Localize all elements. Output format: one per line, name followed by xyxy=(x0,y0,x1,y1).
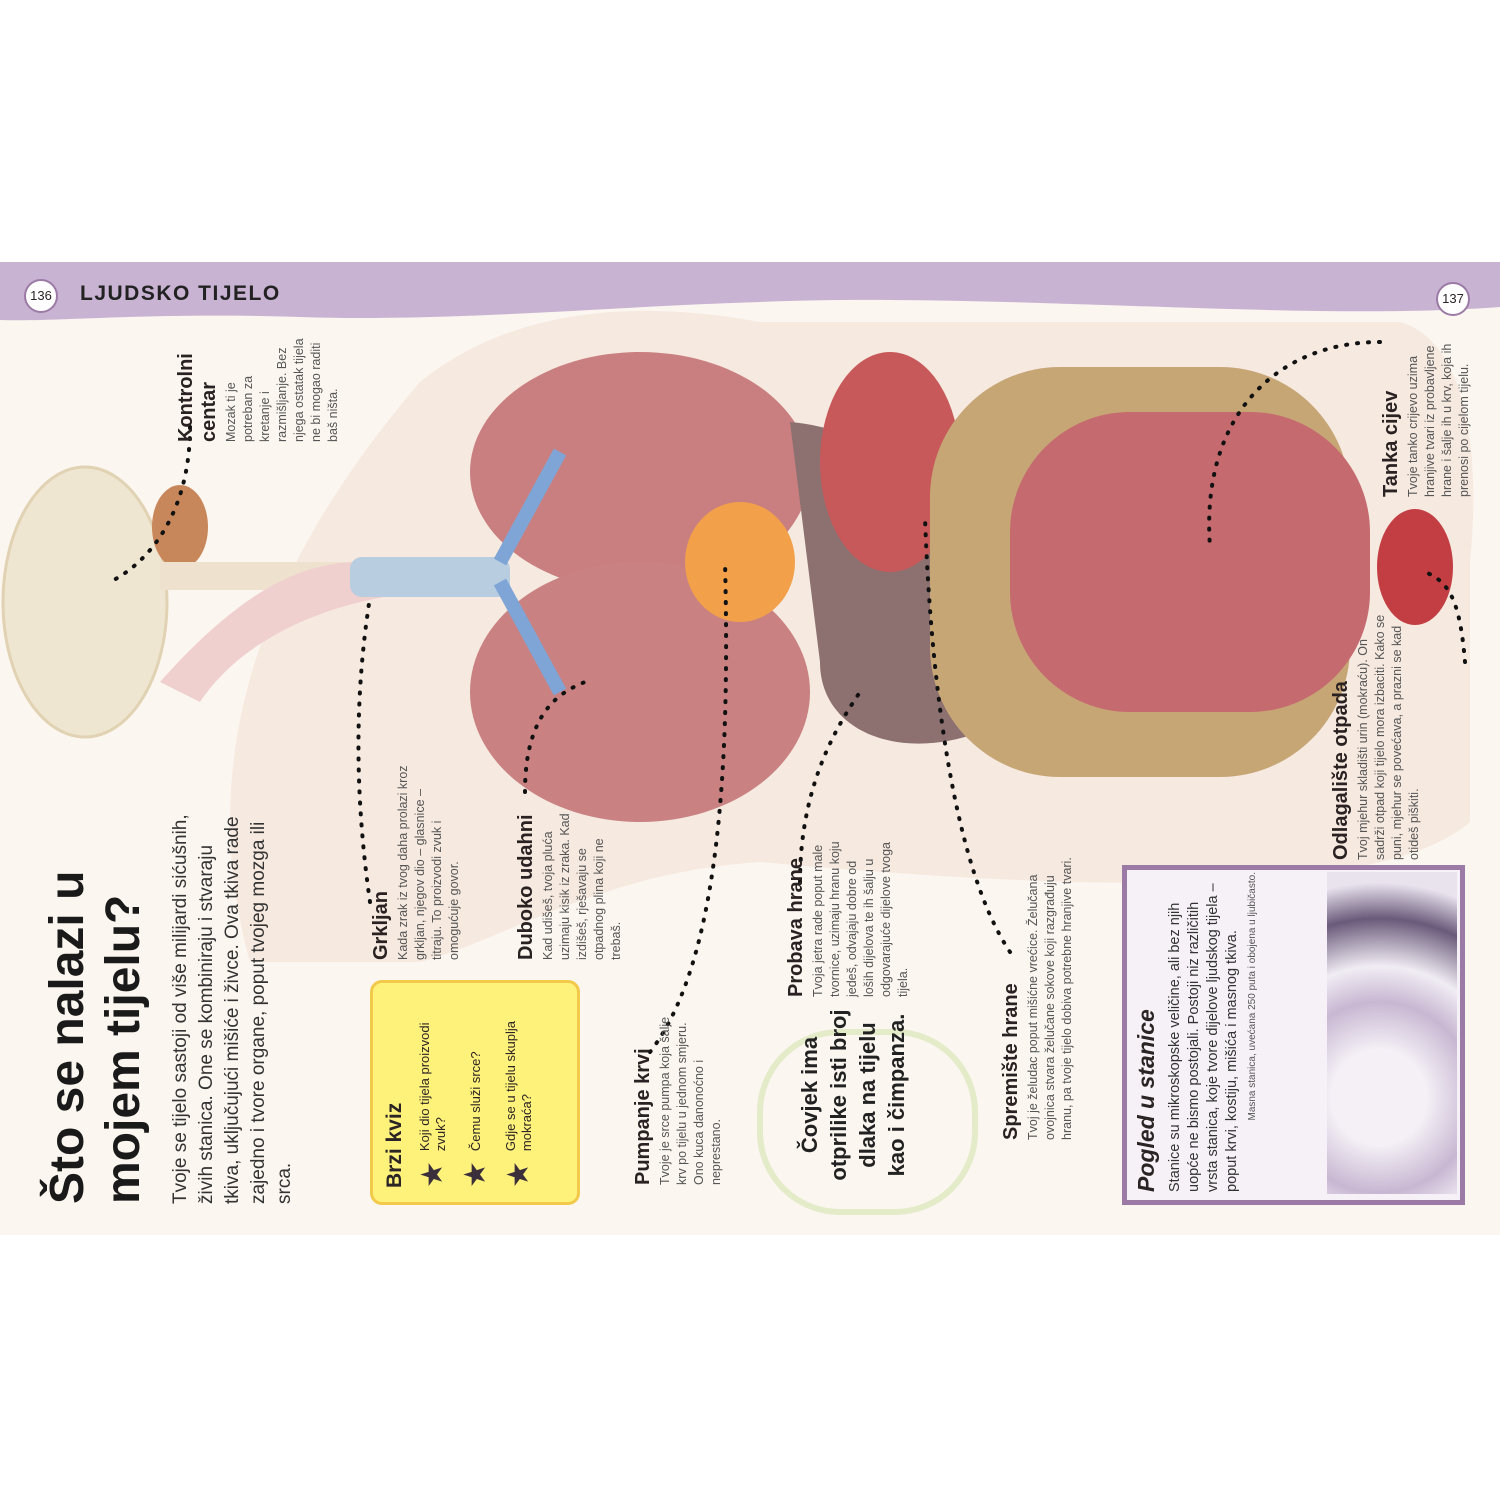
quiz-question: ★Gdje se u tijelu skuplja mokraća? xyxy=(502,1021,535,1188)
small-intestine xyxy=(1010,412,1370,712)
bladder xyxy=(1377,509,1453,625)
bronchi xyxy=(493,448,567,696)
fat-cell-photo xyxy=(1327,872,1457,1194)
caption-intestine: Tanka cijev Tvoje tanko crijevo uzima hr… xyxy=(1380,343,1471,497)
brain xyxy=(1,465,169,739)
star-icon: ★ xyxy=(416,1161,449,1188)
fun-fact: Čovjek ima otprilike isti broj dlaka na … xyxy=(797,1009,909,1181)
caption-larynx: Grkljan Kada zrak iz tvog daha prolazi k… xyxy=(370,765,461,960)
quiz-title: Brzi kviz xyxy=(383,1102,406,1188)
star-icon: ★ xyxy=(459,1161,492,1188)
cells-text: Stanice su mikroskopske veličine, ali be… xyxy=(1167,883,1240,1192)
trachea xyxy=(350,557,510,597)
caption-lungs: Duboko udahni Kad udišeš, tvoja pluća uz… xyxy=(515,813,623,960)
page-number-right: 137 xyxy=(1436,282,1470,316)
caption-brain: Kontrolni centar Mozak ti je potreban za… xyxy=(175,338,340,442)
throat xyxy=(160,562,420,702)
header-band xyxy=(0,262,1500,321)
star-icon: ★ xyxy=(502,1161,535,1188)
quick-quiz-box: Brzi kviz ★Koji dio tijela proizvodi zvu… xyxy=(370,980,580,1205)
ribcage-graphic xyxy=(757,1029,978,1215)
caption-liver: Probava hrane Tvoja jetra rade poput mal… xyxy=(785,841,910,997)
quiz-question: ★Čemu služi srce? xyxy=(459,1051,492,1188)
stomach xyxy=(820,352,960,572)
cerebellum xyxy=(152,485,208,569)
page-number-left: 136 xyxy=(24,279,58,313)
cells-panel: Pogled u stanice Stanice su mikroskopske… xyxy=(1122,865,1465,1205)
photo-caption: Masna stanica, uvećana 250 puta i obojen… xyxy=(1247,872,1258,1121)
intro-paragraph: Tvoje se tijelo sastoji od više milijard… xyxy=(170,814,295,1204)
cells-title: Pogled u stanice xyxy=(1133,1009,1159,1192)
caption-stomach: Spremište hrane Tvoj je želudac poput mi… xyxy=(1000,857,1074,1140)
page-title: Što se nalazi u mojem tijelu? xyxy=(41,870,150,1204)
section-title: LJUDSKO TIJELO xyxy=(80,282,281,305)
pointer-lines xyxy=(108,340,1467,1054)
quiz-question: ★Koji dio tijela proizvodi zvuk? xyxy=(416,1022,449,1188)
caption-bladder: Odlagalište otpada Tvoj mjehur skladišti… xyxy=(1330,614,1421,860)
anatomy-illustration xyxy=(0,262,1500,1215)
book-spread: 136 LJUDSKO TIJELO 137 Što se nalazi u m… xyxy=(0,262,1500,1235)
heart xyxy=(685,502,795,622)
caption-heart: Pumpanje krvi Tvoje je srce pumpa koja š… xyxy=(632,1016,723,1185)
